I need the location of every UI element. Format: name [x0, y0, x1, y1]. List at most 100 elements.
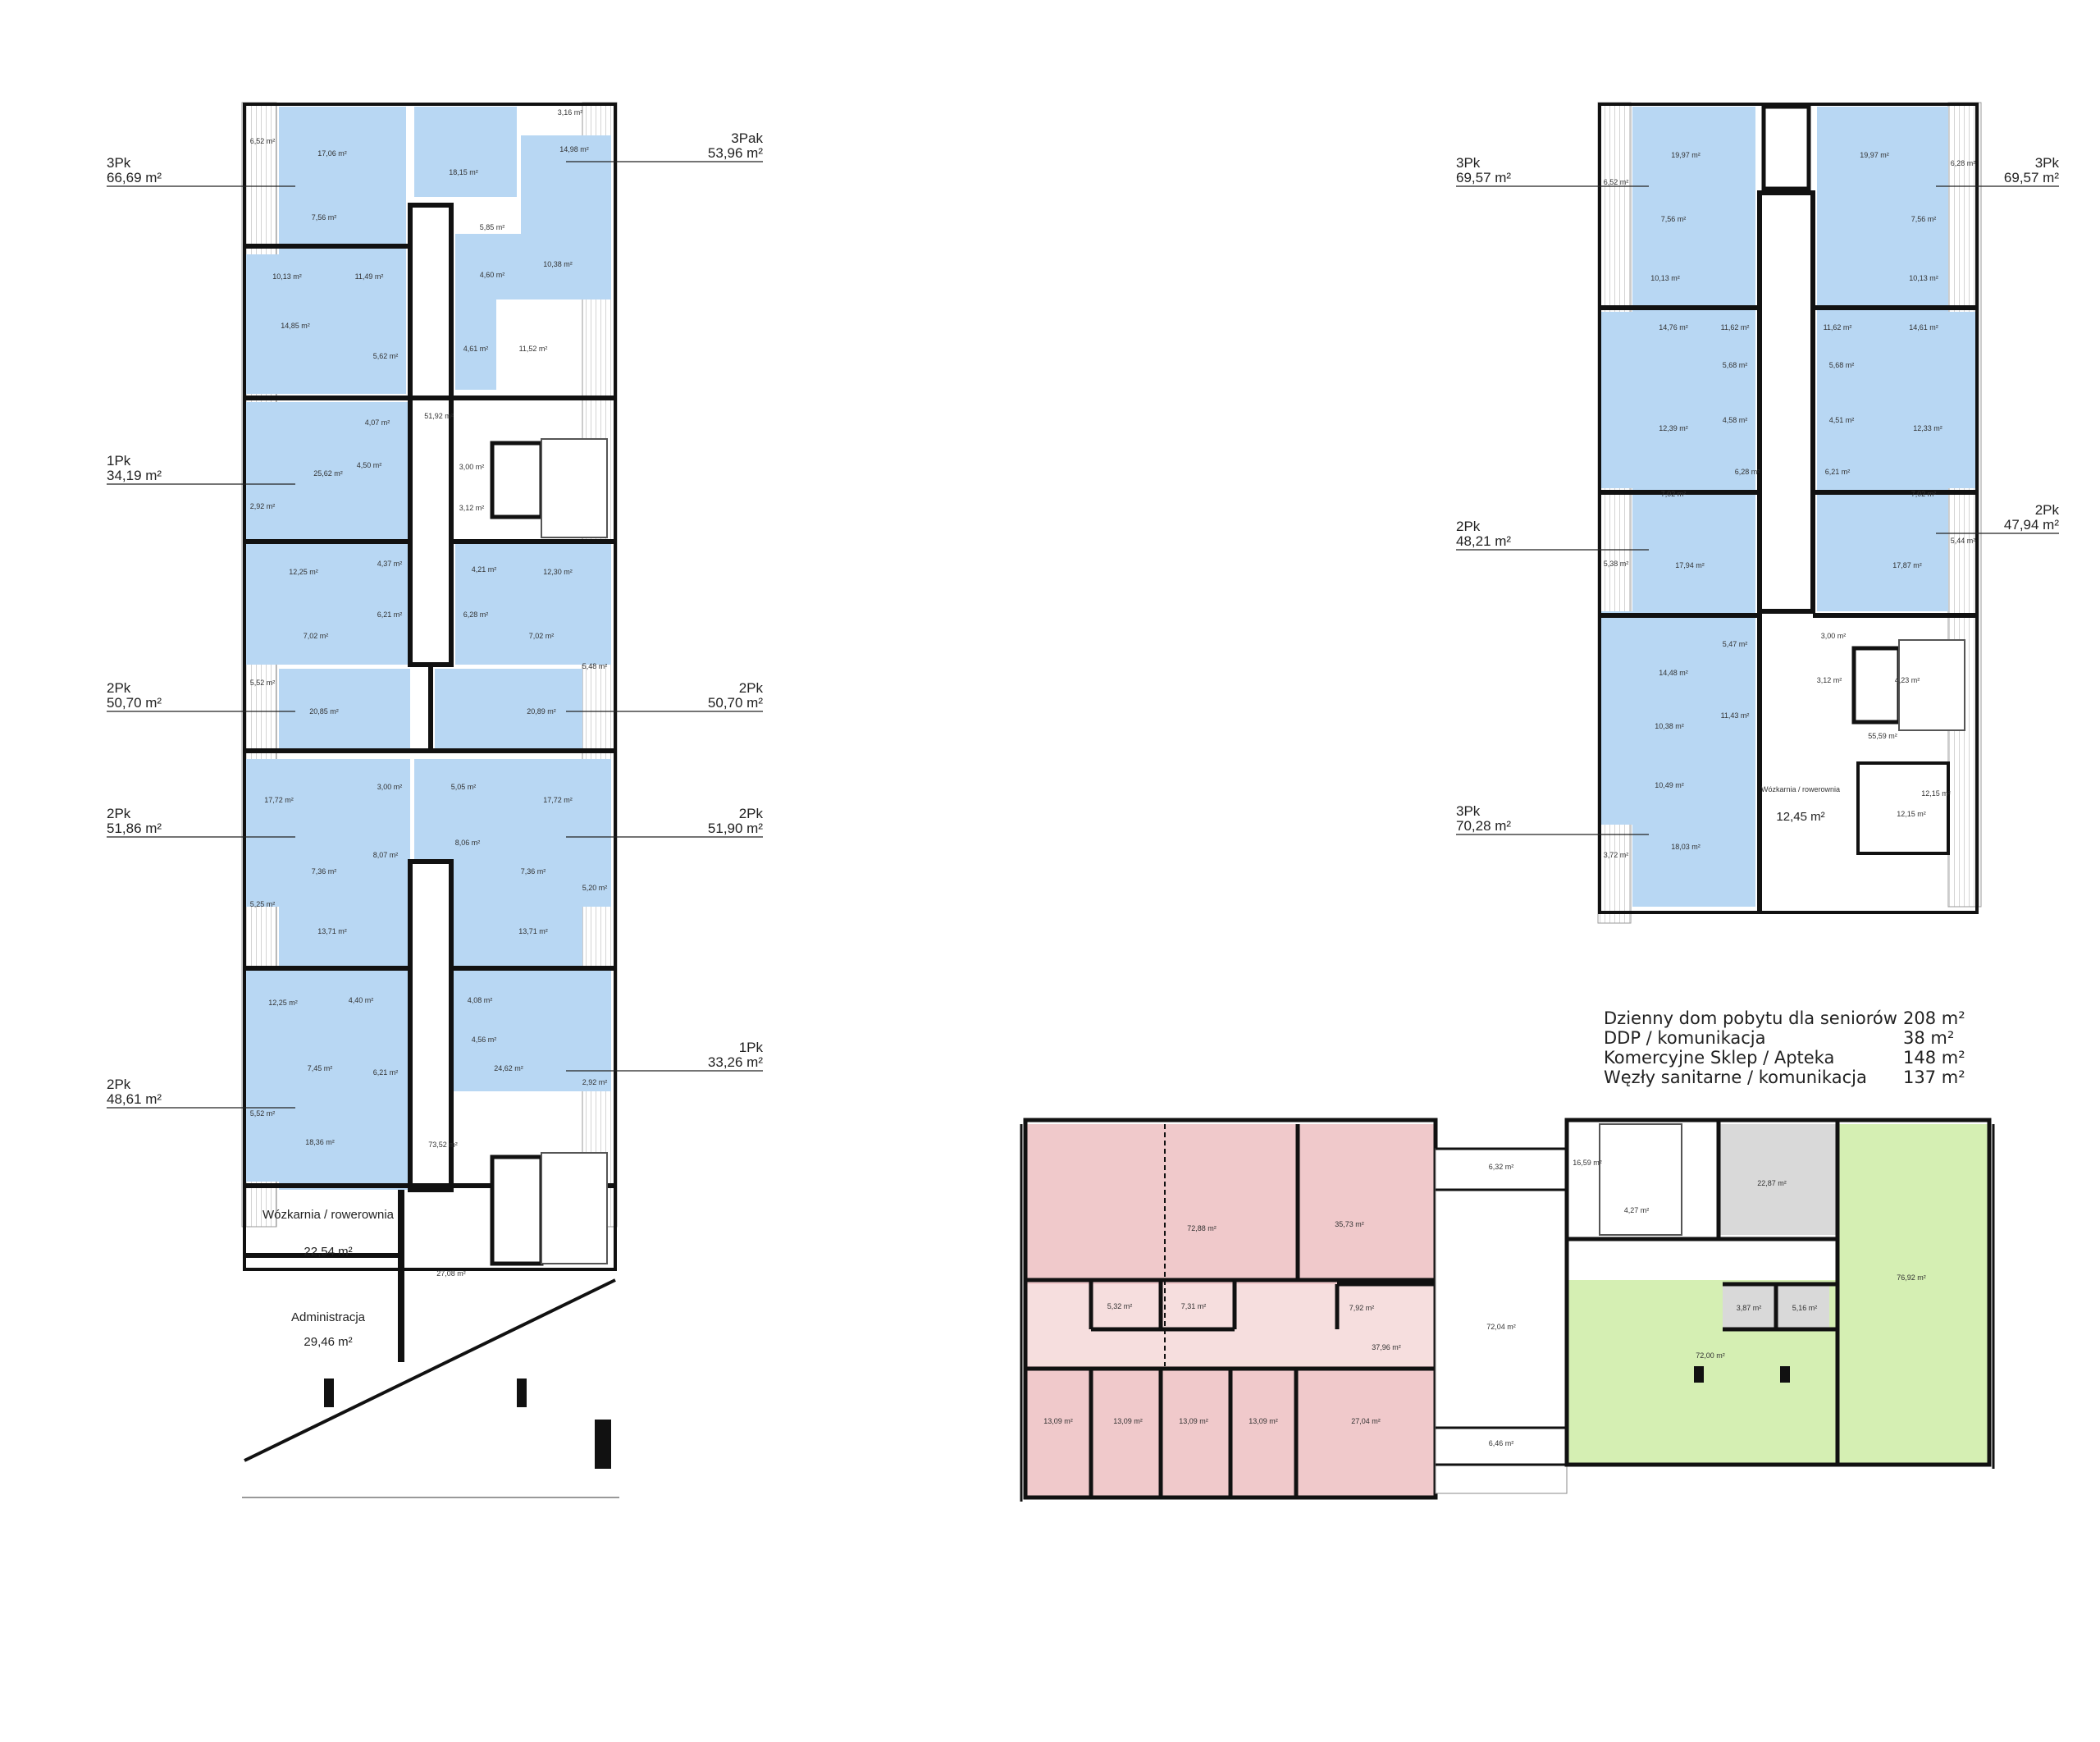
- unit-type-label: 3Pk: [107, 155, 131, 171]
- legend-area: 148 m²: [1903, 1048, 1965, 1068]
- sanitary-area: [1719, 1124, 1838, 1235]
- room-box: [1856, 761, 1950, 855]
- unit-type-label: 3Pk: [1456, 803, 1481, 819]
- room-area-label: 5,32 m²: [1107, 1302, 1133, 1310]
- room-area-label: 20,89 m²: [527, 707, 556, 716]
- room-area-label: 72,00 m²: [1696, 1351, 1725, 1360]
- outer-wall: [1598, 103, 1979, 914]
- unit-area-label: 47,94 m²: [2004, 517, 2059, 533]
- room-area-label: 12,25 m²: [268, 999, 298, 1007]
- apartment-area: [1632, 107, 1755, 312]
- unit-type-label: 2Pk: [2035, 502, 2060, 518]
- wall-segment: [398, 1190, 404, 1296]
- room-area-label: 19,97 m²: [1860, 151, 1889, 159]
- room-area-label: 7,36 m²: [312, 867, 337, 876]
- room-area-label: 6,28 m²: [1735, 468, 1760, 476]
- unit-area-label: 70,28 m²: [1456, 818, 1511, 834]
- room-area-label: 17,94 m²: [1675, 561, 1705, 569]
- named-room-name: Wózkarnia / rowerownia: [1761, 785, 1840, 793]
- unit-area-label: 69,57 m²: [1456, 170, 1511, 185]
- apartment-area: [455, 542, 611, 665]
- room-area-label: 18,15 m²: [449, 168, 478, 176]
- apartment-area: [1817, 312, 1977, 488]
- unit-area-label: 69,57 m²: [2004, 170, 2059, 185]
- room-area-label: 5,16 m²: [1792, 1304, 1818, 1312]
- unit-area-label: 51,86 m²: [107, 821, 162, 836]
- apartment-area: [455, 299, 496, 390]
- room-area-label: 3,00 m²: [459, 463, 485, 471]
- unit-area-label: 53,96 m²: [708, 145, 763, 161]
- room-area-label: 76,92 m²: [1897, 1273, 1926, 1282]
- room-area-label: 3,12 m²: [1817, 676, 1842, 684]
- legend-label: Dzienny dom pobytu dla seniorów: [1604, 1008, 1897, 1028]
- room-area-label: 4,56 m²: [472, 1036, 497, 1044]
- room-area-label: 27,08 m²: [436, 1269, 466, 1278]
- room-area-label: 6,21 m²: [377, 610, 403, 619]
- unit-area-label: 66,69 m²: [107, 170, 162, 185]
- room-area-label: 72,04 m²: [1486, 1323, 1516, 1331]
- room-area-label: 19,97 m²: [1671, 151, 1701, 159]
- room-area-label: 5,47 m²: [1723, 640, 1748, 648]
- room-area-label: 8,06 m²: [455, 839, 481, 847]
- room-area-label: 11,62 m²: [1824, 323, 1852, 331]
- stair-core: [541, 438, 608, 538]
- room-area-label: 7,31 m²: [1181, 1302, 1207, 1310]
- room-area-label: 20,85 m²: [309, 707, 339, 716]
- named-room-name: Wózkarnia / rowerownia: [262, 1208, 395, 1222]
- commercial-area: [1838, 1124, 1989, 1465]
- apartment-fills: [246, 107, 611, 1190]
- balcony-area-label: 5,20 m²: [582, 884, 608, 892]
- room-area-label: 6,46 m²: [1489, 1439, 1514, 1447]
- party-walls: [244, 244, 615, 1258]
- unit-type-label: 2Pk: [107, 680, 131, 696]
- room-area-label: 7,02 m²: [304, 632, 329, 640]
- apartment-area: [279, 107, 406, 254]
- pillar: [1780, 1366, 1790, 1383]
- room-area-label: 4,61 m²: [463, 345, 489, 353]
- room-area-label: 5,62 m²: [373, 352, 399, 360]
- room-area-label: 8,07 m²: [373, 851, 399, 859]
- apartment-area: [455, 234, 521, 299]
- room-area-label: 4,23 m²: [1895, 676, 1920, 684]
- room-area-label: 13,71 m²: [518, 927, 548, 935]
- balcony-area-label: 5,52 m²: [250, 1109, 276, 1118]
- room-area-label: 5,85 m²: [480, 223, 505, 231]
- room-area-label: 3,12 m²: [459, 504, 485, 512]
- room-area-label: 11,49 m²: [355, 272, 384, 281]
- balcony-area-label: 6,52 m²: [1604, 178, 1629, 186]
- room-area-label: 14,61 m²: [1909, 323, 1938, 331]
- room-area-label: 12,15 m²: [1921, 789, 1951, 798]
- balcony-area-label: 5,48 m²: [582, 662, 608, 670]
- elevator-core: [1851, 646, 1901, 725]
- room-area-label: 12,15 m²: [1897, 810, 1926, 818]
- room-area-label: 11,52 m²: [519, 345, 548, 353]
- area-legend: Dzienny dom pobytu dla seniorów 208 m² D…: [1604, 1008, 1965, 1087]
- legend-area: 38 m²: [1903, 1028, 1954, 1048]
- unit-area-label: 50,70 m²: [107, 695, 162, 711]
- stair-core: [1898, 639, 1965, 731]
- room-area-label: 4,08 m²: [468, 996, 493, 1004]
- apartment-area: [246, 254, 406, 394]
- apartment-area: [246, 759, 410, 907]
- room-area-label: 55,59 m²: [1868, 732, 1897, 740]
- balcony-area-label: 3,72 m²: [1604, 851, 1629, 859]
- balcony-area-label: 5,38 m²: [1604, 560, 1629, 568]
- legend-label: Węzły sanitarne / komunikacja: [1604, 1068, 1867, 1087]
- room-area-label: 73,52 m²: [428, 1141, 458, 1149]
- room-area-label: 24,62 m²: [494, 1064, 523, 1072]
- unit-area-label: 51,90 m²: [708, 821, 763, 836]
- balcony-area-label: 3,16 m²: [558, 108, 583, 117]
- room-area-label: 4,07 m²: [365, 418, 390, 427]
- plan-b-floor: [1597, 102, 1982, 924]
- room-area-label: 4,27 m²: [1624, 1206, 1650, 1214]
- room-area-label: 17,72 m²: [264, 796, 294, 804]
- named-room-area: 29,46 m²: [304, 1335, 352, 1349]
- unit-type-label: 2Pk: [1456, 519, 1481, 534]
- apartment-area: [1817, 107, 1948, 312]
- room-area-label: 16,59 m²: [1573, 1159, 1602, 1167]
- room-area-label: 7,92 m²: [1349, 1304, 1375, 1312]
